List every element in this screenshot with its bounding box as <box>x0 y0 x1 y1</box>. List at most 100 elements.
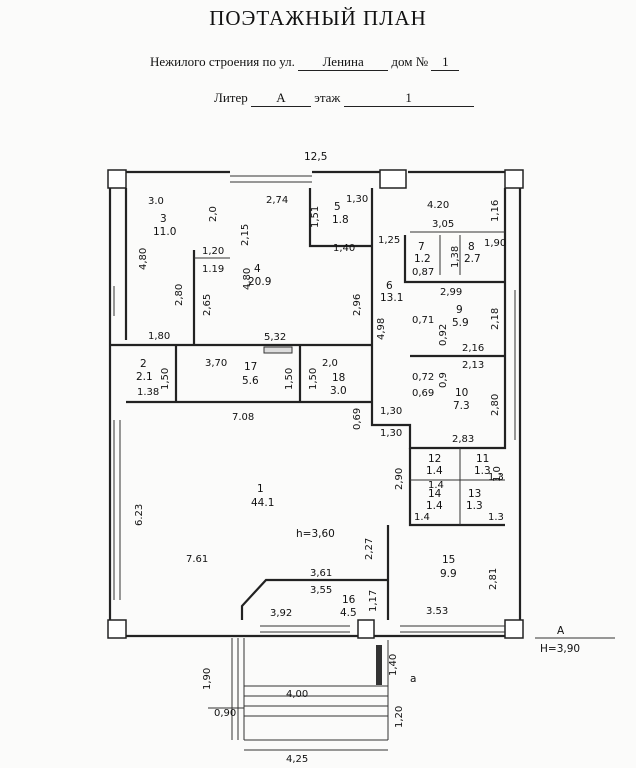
dim-label: 1.19 <box>202 264 224 275</box>
street-value: Ленина <box>298 54 389 71</box>
section-marker: А Н=3,90 а <box>410 625 615 685</box>
room-3-area: 11.0 <box>153 226 176 238</box>
room-15-number: 15 <box>442 554 455 566</box>
room-14-number: 14 <box>428 488 442 500</box>
dimension-labels-vertical: 4,80 2,0 2,15 1,51 1,16 1,38 4,80 2,80 2… <box>134 200 503 728</box>
building-prefix: Нежилого строения по ул. <box>150 54 295 69</box>
room-2-area: 2.1 <box>136 371 153 383</box>
dim-label: 1.3 <box>488 472 504 483</box>
room-9-area: 5.9 <box>452 317 469 329</box>
dim-label: 2,99 <box>440 287 462 298</box>
dim-label: 4,98 <box>376 318 387 340</box>
dim-label: 2,18 <box>490 308 501 330</box>
room-labels: 3 11.0 4 20.9 5 1.8 6 13.1 7 1.2 8 2.7 9… <box>136 201 491 619</box>
dim-label: 1,40 <box>333 243 355 254</box>
dim-label: 4.20 <box>427 200 449 211</box>
marker-a-small: а <box>410 673 416 685</box>
room-9-number: 9 <box>456 304 463 316</box>
room-1-number: 1 <box>257 483 264 495</box>
dim-label: 2,83 <box>452 434 474 445</box>
dim-label: 1.4 <box>414 512 430 523</box>
room-16-area: 4.5 <box>340 607 357 619</box>
interior-walls <box>110 188 507 620</box>
room-14-area: 1.4 <box>426 500 443 512</box>
room-12-area: 1.4 <box>426 465 443 477</box>
dim-label: 1.3 <box>488 512 504 523</box>
room-13-number: 13 <box>468 488 481 500</box>
floor-value: 1 <box>343 90 474 107</box>
room-11-area: 1.3 <box>474 465 491 477</box>
dim-label: 0,71 <box>412 315 434 326</box>
dim-label: 1,50 <box>308 368 319 390</box>
liter-line: Литер А этаж 1 <box>214 90 474 107</box>
dim-label: 0,87 <box>412 267 434 278</box>
dim-label: 2,15 <box>240 224 251 246</box>
dimension-labels: 3.0 2,74 1,30 1,40 4.20 3,05 1,25 1,90 0… <box>137 194 506 765</box>
dim-label: 0,9 <box>438 372 449 388</box>
liter-value: А <box>250 90 311 107</box>
dim-label: 1.38 <box>137 387 159 398</box>
house-label: дом № <box>391 54 429 69</box>
marker-a: А <box>557 625 565 637</box>
dim-label: 2,0 <box>322 358 338 369</box>
dim-label: 4,80 <box>138 248 149 270</box>
building-line: Нежилого строения по ул. Ленина дом № 1 <box>150 54 460 71</box>
room-6-area: 13.1 <box>380 292 403 304</box>
dim-label: 1,16 <box>490 200 501 222</box>
dim-label: 3.53 <box>426 606 448 617</box>
dim-label: 1.4 <box>428 480 444 491</box>
dim-label: 1,20 <box>202 246 224 257</box>
dim-label: 3.0 <box>148 196 164 207</box>
room-5-area: 1.8 <box>332 214 349 226</box>
dim-label: 2,90 <box>394 468 405 490</box>
liter-label: Литер <box>214 90 248 105</box>
room-11-number: 11 <box>476 453 489 465</box>
dim-label: 3,05 <box>432 219 454 230</box>
dim-label: 3,61 <box>310 568 332 579</box>
dim-label: 1,51 <box>310 206 321 228</box>
dim-label: 4,00 <box>286 689 308 700</box>
dim-label: 2,81 <box>488 568 499 590</box>
room-12-number: 12 <box>428 453 441 465</box>
dim-label: 1,30 <box>380 406 402 417</box>
room-3-number: 3 <box>160 213 167 225</box>
room-1-area: 44.1 <box>251 497 274 509</box>
dim-label: 2,80 <box>490 394 501 416</box>
dim-label: 0,69 <box>412 388 434 399</box>
dim-label: 5,32 <box>264 332 286 343</box>
room-15-area: 9.9 <box>440 568 457 580</box>
room-6-number: 6 <box>386 280 393 292</box>
dim-label: 2,74 <box>266 195 288 206</box>
dim-label: 3,70 <box>205 358 227 369</box>
room-4-number: 4 <box>254 263 261 275</box>
dim-label: 1,17 <box>368 590 379 612</box>
room-13-area: 1.3 <box>466 500 483 512</box>
entrance-porch <box>208 638 389 751</box>
overall-width: 12,5 <box>304 151 327 163</box>
dim-label: 4,80 <box>242 268 253 290</box>
dim-label: 1,38 <box>450 246 461 268</box>
room-7-area: 1.2 <box>414 253 431 265</box>
dim-label: 2,65 <box>202 294 213 316</box>
ceiling-height: h=3,60 <box>296 528 335 540</box>
dim-label: 1,90 <box>484 238 506 249</box>
room-8-number: 8 <box>468 241 475 253</box>
room-17-area: 5.6 <box>242 375 259 387</box>
dim-label: 7.61 <box>186 554 208 565</box>
room-10-area: 7.3 <box>453 400 470 412</box>
room-16-number: 16 <box>342 594 356 606</box>
dim-label: 0,69 <box>352 408 363 430</box>
dim-label: 3,55 <box>310 585 332 596</box>
dim-label: 1,20 <box>394 706 405 728</box>
dim-label: 1,80 <box>148 331 170 342</box>
outer-walls <box>107 169 524 639</box>
dim-label: 2,96 <box>352 294 363 316</box>
room-4-area: 20.9 <box>248 276 271 288</box>
dim-label: 3,92 <box>270 608 292 619</box>
dim-label: 4,25 <box>286 754 308 765</box>
dim-label: 0,92 <box>438 324 449 346</box>
dim-label: 1,25 <box>378 235 400 246</box>
dim-label: 2,0 <box>208 206 219 222</box>
